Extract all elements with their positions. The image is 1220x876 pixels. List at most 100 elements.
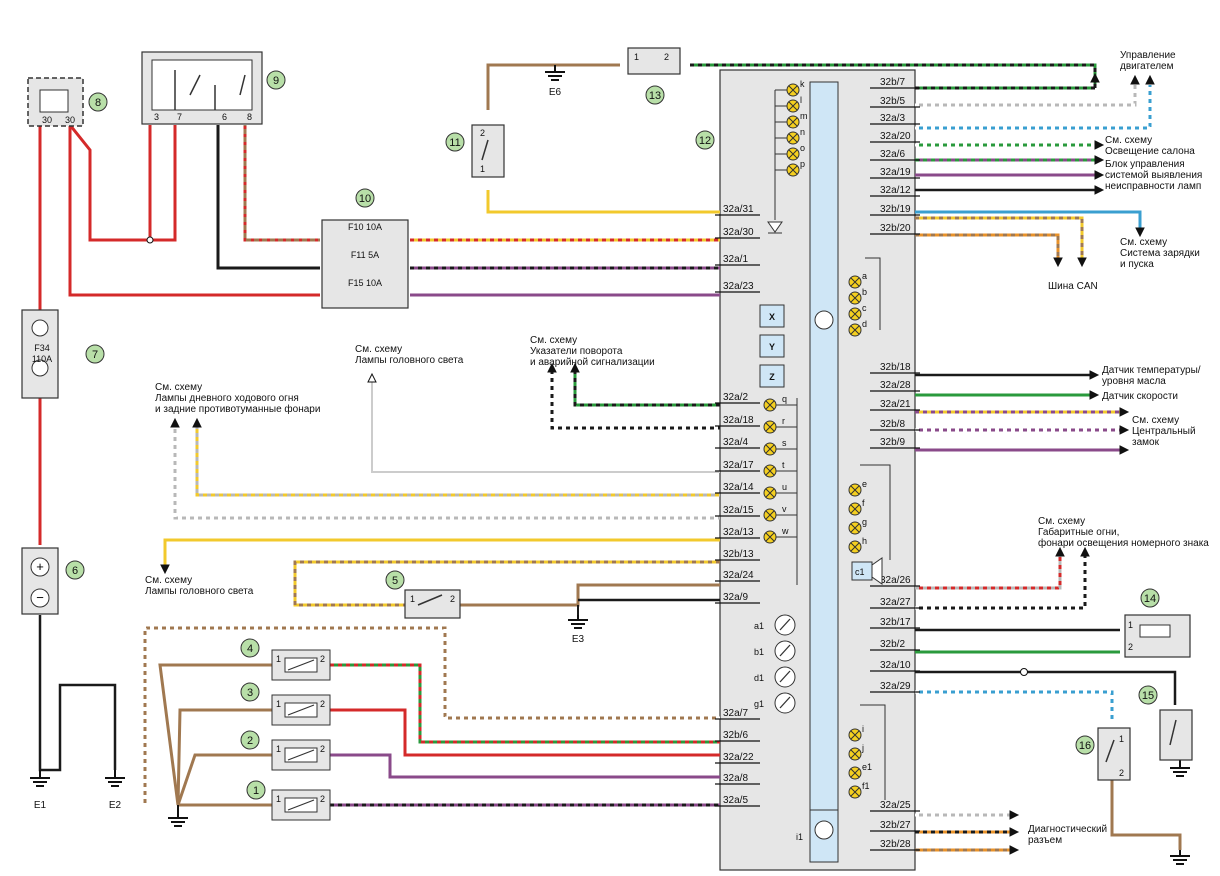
cluster-pin-32b-28: 32b/28 bbox=[880, 839, 911, 850]
note-oil-2: уровня масла bbox=[1102, 376, 1166, 387]
speaker-cone-icon bbox=[871, 557, 883, 585]
lamp-o-cross bbox=[788, 149, 798, 159]
lamp-d-cross bbox=[850, 325, 860, 335]
cluster-pin-32a-22: 32a/22 bbox=[723, 752, 754, 763]
note-speed: Датчик скорости bbox=[1102, 391, 1178, 402]
cluster-pin-32a-9: 32a/9 bbox=[723, 592, 748, 603]
box-x bbox=[759, 304, 785, 328]
lamp-l-cross bbox=[788, 101, 798, 111]
lamp-ad-bus bbox=[865, 257, 881, 330]
note-interior-2: Освещение салона bbox=[1105, 146, 1195, 157]
cluster-pin-32a-26: 32a/26 bbox=[880, 575, 911, 586]
cluster-pin-32a-30: 32a/30 bbox=[723, 227, 754, 238]
lamp-v-label: v bbox=[782, 504, 787, 514]
gauge-b1-label: b1 bbox=[754, 647, 764, 657]
relay-8-pin-left: 30 bbox=[42, 115, 52, 125]
cluster-pin-32a-21: 32a/21 bbox=[880, 399, 911, 410]
callout-1 bbox=[246, 780, 266, 800]
callout-15 bbox=[1138, 685, 1158, 705]
cluster-pin-32a-25: 32a/25 bbox=[880, 800, 911, 811]
notes: Управление двигателем См. схему Освещени… bbox=[145, 50, 1209, 846]
note-fault-2: системой выявления bbox=[1105, 170, 1202, 181]
gauge-needle bbox=[779, 696, 791, 709]
cluster-pin-32a-2: 32a/2 bbox=[723, 392, 748, 403]
lamp-eh-bus bbox=[860, 464, 891, 560]
switch-16-pin-1: 1 bbox=[1119, 734, 1124, 744]
transistor-i1-icon bbox=[814, 820, 834, 840]
cluster-pin-32a-18: 32a/18 bbox=[723, 415, 754, 426]
cluster-pin-32a-29: 32a/29 bbox=[880, 681, 911, 692]
note-diag-1: Диагностический bbox=[1028, 824, 1107, 835]
cluster-pin-32a-8: 32a/8 bbox=[723, 773, 748, 784]
box-x-label: X bbox=[769, 312, 775, 322]
note-turn-3: и аварийной сигнализации bbox=[530, 357, 655, 368]
lamp-p-label: p bbox=[800, 159, 805, 169]
lamp-f-label: f bbox=[862, 498, 865, 508]
callout-10-label: 10 bbox=[359, 193, 371, 205]
cluster-pin-32a-3: 32a/3 bbox=[880, 113, 905, 124]
note-interior-1: См. схему bbox=[1105, 135, 1152, 146]
callout-16 bbox=[1075, 735, 1095, 755]
cluster-pin-32b-20: 32b/20 bbox=[880, 223, 911, 234]
cluster-pin-32b-7: 32b/7 bbox=[880, 77, 905, 88]
callout-3 bbox=[240, 682, 260, 702]
cluster-pin-32a-5: 32a/5 bbox=[723, 795, 748, 806]
note-headbot-1: См. схему bbox=[145, 575, 192, 586]
gauge-a1-label: a1 bbox=[754, 621, 764, 631]
relay-8-pin-right: 30 bbox=[65, 115, 75, 125]
lamp-k-label: k bbox=[800, 79, 805, 89]
lamp-f1-label: f1 bbox=[862, 781, 870, 791]
cluster-pin-32a-28: 32a/28 bbox=[880, 380, 911, 391]
lamp-j-label: j bbox=[861, 743, 864, 753]
callout-8-label: 8 bbox=[95, 97, 101, 109]
cluster-pin-32b-19: 32b/19 bbox=[880, 204, 911, 215]
note-side-3: фонари освещения номерного знака bbox=[1038, 537, 1209, 549]
note-drl-1: См. схему bbox=[155, 382, 202, 393]
callout-15-label: 15 bbox=[1142, 690, 1154, 702]
lamp-t-cross bbox=[765, 466, 775, 476]
note-turn-1: См. схему bbox=[530, 335, 577, 346]
cluster-pin-32a-14: 32a/14 bbox=[723, 482, 754, 493]
lamp-q-label: q bbox=[782, 394, 787, 404]
switch-15 bbox=[1159, 709, 1193, 761]
lamp-q-cross bbox=[765, 400, 775, 410]
cluster-pin-32a-17: 32a/17 bbox=[723, 460, 754, 471]
cluster-pin-32a-19: 32a/19 bbox=[880, 167, 911, 178]
callout-10 bbox=[355, 188, 375, 208]
cluster-pin-32b-17: 32b/17 bbox=[880, 617, 911, 628]
wires bbox=[38, 63, 1182, 852]
callout-11-label: 11 bbox=[449, 137, 460, 149]
cluster-pin-32a-12: 32a/12 bbox=[880, 185, 911, 196]
connector-13-pin-2: 2 bbox=[664, 52, 669, 62]
transistor-i1-label: i1 bbox=[796, 832, 803, 842]
cluster-pin-32a-23: 32a/23 bbox=[723, 281, 754, 292]
sensor-1-pin-2: 2 bbox=[320, 794, 325, 804]
fuse-7-rating: 110A bbox=[32, 354, 52, 364]
ground-e2: E2 bbox=[109, 800, 122, 811]
lamp-f1-cross bbox=[850, 787, 860, 797]
gauge-g1-label: g1 bbox=[754, 699, 764, 709]
callout-7 bbox=[85, 344, 105, 364]
cluster-pin-32a-10: 32a/10 bbox=[880, 660, 911, 671]
cluster-pin-32b-27: 32b/27 bbox=[880, 820, 911, 831]
note-charging-2: Система зарядки bbox=[1120, 248, 1200, 259]
cluster-pin-32a-4: 32a/4 bbox=[723, 437, 748, 448]
switch-11 bbox=[471, 124, 505, 178]
cluster-pin-32a-1: 32a/1 bbox=[723, 254, 748, 265]
ground-e6: E6 bbox=[549, 87, 562, 98]
callout-5 bbox=[385, 570, 405, 590]
note-drl-3: и задние противотуманные фонари bbox=[155, 403, 320, 415]
callout-9 bbox=[266, 70, 286, 90]
note-side-1: См. схему bbox=[1038, 516, 1085, 527]
lamp-u-label: u bbox=[782, 482, 787, 492]
cluster-pin-32a-6: 32a/6 bbox=[880, 149, 905, 160]
callout-1-label: 1 bbox=[253, 785, 259, 797]
switch-5 bbox=[404, 589, 461, 619]
lamp-b-label: b bbox=[862, 287, 867, 297]
fuse-f10: F10 10A bbox=[348, 222, 382, 232]
lamp-e-cross bbox=[850, 485, 860, 495]
relay-9-pin-8: 8 bbox=[247, 112, 252, 122]
callout-2-label: 2 bbox=[247, 735, 253, 747]
lamp-m-label: m bbox=[800, 111, 808, 121]
